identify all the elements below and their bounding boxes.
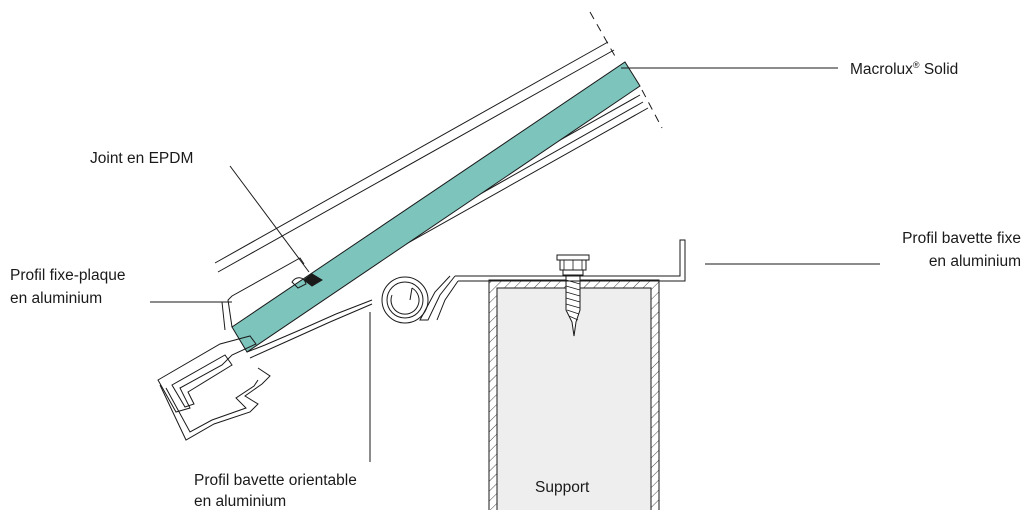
clamp-profile (157, 257, 373, 441)
label-profil-bavette-fixe-2: en aluminium (929, 253, 1021, 270)
label-support: Support (535, 479, 590, 496)
label-profil-bavette-fixe-1: Profil bavette fixe (902, 230, 1021, 247)
leader-lines (150, 67, 880, 462)
break-lines (589, 11, 663, 129)
label-profil-fixe-plaque-1: Profil fixe-plaque (10, 267, 125, 284)
label-joint-epdm: Joint en EPDM (90, 150, 193, 167)
label-profil-fixe-plaque-2: en aluminium (10, 290, 102, 307)
epdm-gasket (303, 273, 323, 287)
flashing-fixed-profile (419, 239, 686, 321)
label-profil-bavette-orientable-2: en aluminium (194, 493, 286, 510)
hinge-profile (381, 276, 429, 324)
label-profil-bavette-orientable-1: Profil bavette orientable (194, 472, 357, 489)
label-macrolux: Macrolux® Solid (850, 60, 958, 78)
fixing-screw (556, 254, 590, 337)
